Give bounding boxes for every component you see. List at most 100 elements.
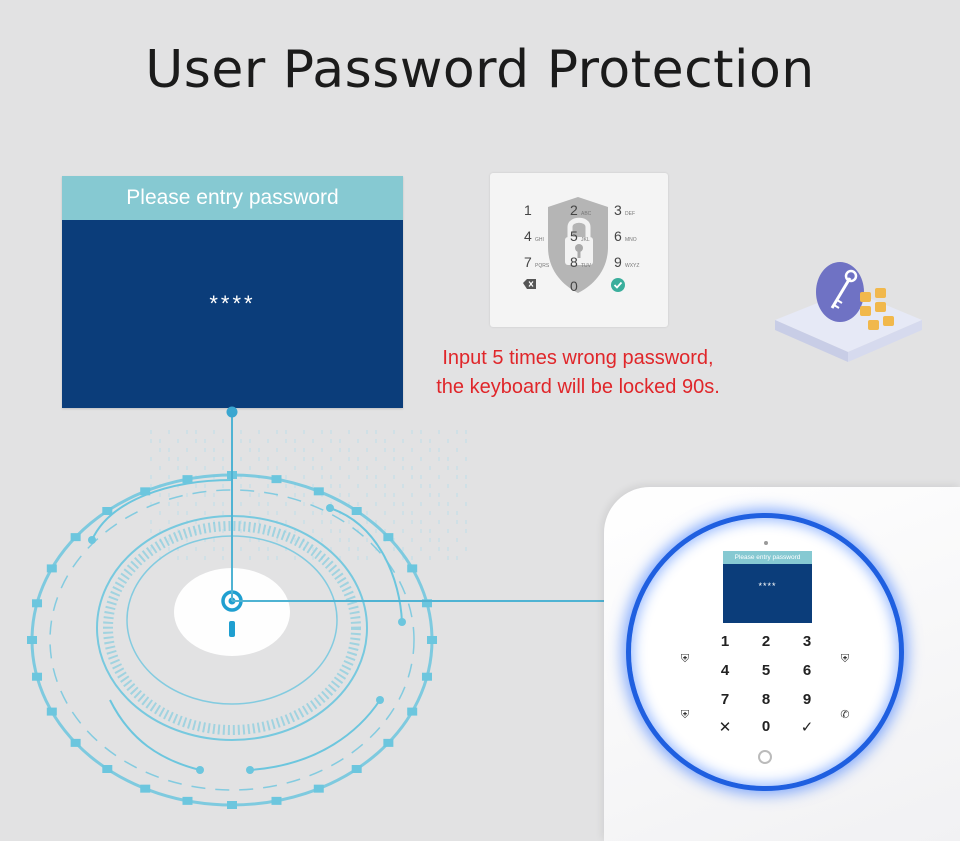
binary-dot xyxy=(375,484,377,488)
binary-dot xyxy=(186,448,188,452)
circuit-node xyxy=(102,506,113,515)
binary-dot xyxy=(438,448,440,452)
binary-dot xyxy=(348,502,350,506)
binary-dot xyxy=(285,439,287,443)
binary-dot xyxy=(285,484,287,488)
device-key-7[interactable]: 8 xyxy=(761,691,771,708)
binary-dot xyxy=(276,556,278,560)
binary-dot xyxy=(339,538,341,542)
binary-dot xyxy=(447,502,449,506)
binary-dot xyxy=(420,547,422,551)
binary-dot xyxy=(366,448,368,452)
binary-dot xyxy=(384,466,386,470)
binary-dot xyxy=(465,457,467,461)
binary-dot xyxy=(204,466,206,470)
circuit-node xyxy=(351,506,362,515)
binary-dot xyxy=(168,493,170,497)
binary-dot xyxy=(204,484,206,488)
binary-dot xyxy=(411,493,413,497)
binary-dot xyxy=(159,439,161,443)
binary-dot xyxy=(222,529,224,533)
binary-dot xyxy=(402,502,404,506)
binary-dot xyxy=(447,439,449,443)
binary-dot xyxy=(411,556,413,560)
binary-dot xyxy=(222,511,224,515)
binary-dot xyxy=(384,529,386,533)
binary-dot xyxy=(186,538,188,542)
device-key-3[interactable]: 4 xyxy=(720,662,730,679)
binary-dot xyxy=(294,493,296,497)
binary-dot xyxy=(204,439,206,443)
circuit-node xyxy=(351,765,362,774)
binary-dot xyxy=(267,511,269,515)
binary-dot xyxy=(321,538,323,542)
phone-icon[interactable]: ✆ xyxy=(840,709,850,721)
binary-dot xyxy=(438,493,440,497)
binary-dot xyxy=(393,493,395,497)
binary-dot xyxy=(186,430,188,434)
binary-dot xyxy=(402,529,404,533)
binary-dot xyxy=(213,457,215,461)
away-shield-icon[interactable]: ⛨ xyxy=(840,653,850,665)
binary-dot xyxy=(303,520,305,524)
device-key-1[interactable]: 2 xyxy=(761,633,771,650)
binary-dot xyxy=(420,430,422,434)
binary-dot xyxy=(402,457,404,461)
device-indicator-led xyxy=(764,541,768,545)
binary-dot xyxy=(177,457,179,461)
binary-dot xyxy=(465,502,467,506)
binary-dot xyxy=(456,448,458,452)
circuit-node xyxy=(313,784,324,793)
keypad-key-0: 0 xyxy=(570,278,578,294)
binary-dot xyxy=(150,547,152,551)
binary-dot xyxy=(312,511,314,515)
binary-dot xyxy=(168,547,170,551)
device-key-6[interactable]: 7 xyxy=(720,691,730,708)
binary-dot xyxy=(330,439,332,443)
binary-dot xyxy=(411,430,413,434)
device-key-9[interactable]: ✕ xyxy=(718,719,732,736)
binary-dot xyxy=(438,475,440,479)
device-key-8[interactable]: 9 xyxy=(802,691,812,708)
keypad-key-4: 4 xyxy=(524,228,532,244)
disarm-shield-icon[interactable]: ⛨ xyxy=(680,709,690,721)
keypad-key-6: 6 xyxy=(614,228,622,244)
binary-dot xyxy=(294,556,296,560)
keypad-key-8: 8 xyxy=(570,254,578,270)
binary-dot xyxy=(447,457,449,461)
binary-dot xyxy=(312,457,314,461)
binary-dot xyxy=(447,484,449,488)
keypad-key-letters: WXYZ xyxy=(625,263,639,269)
binary-dot xyxy=(366,475,368,479)
binary-dot xyxy=(222,547,224,551)
keypad-key-letters: GHI xyxy=(535,237,544,243)
screen-header: Please entry password xyxy=(62,176,403,220)
binary-dot xyxy=(447,466,449,470)
page-title: User Password Protection xyxy=(145,40,815,100)
home-shield-icon[interactable]: ⛨ xyxy=(680,653,690,665)
circuit-node xyxy=(70,533,81,542)
binary-dot xyxy=(447,556,449,560)
binary-dot xyxy=(177,529,179,533)
device-key-5[interactable]: 6 xyxy=(802,662,812,679)
binary-dot xyxy=(258,430,260,434)
binary-dot xyxy=(276,430,278,434)
device-key-11[interactable]: ✓ xyxy=(800,719,814,736)
binary-dot xyxy=(438,547,440,551)
circuit-node xyxy=(46,564,57,573)
binary-dot xyxy=(285,457,287,461)
device-key-0[interactable]: 1 xyxy=(720,633,730,650)
binary-dot xyxy=(312,556,314,560)
device-key-10[interactable]: 0 xyxy=(761,718,771,735)
device-key-4[interactable]: 5 xyxy=(761,662,771,679)
binary-dot xyxy=(204,448,206,452)
binary-dot xyxy=(429,493,431,497)
binary-dot xyxy=(285,502,287,506)
binary-dot xyxy=(429,448,431,452)
binary-dot xyxy=(213,493,215,497)
binary-dot xyxy=(366,466,368,470)
binary-dot xyxy=(330,457,332,461)
binary-dot xyxy=(258,520,260,524)
device-key-2[interactable]: 3 xyxy=(802,633,812,650)
binary-dot xyxy=(168,457,170,461)
